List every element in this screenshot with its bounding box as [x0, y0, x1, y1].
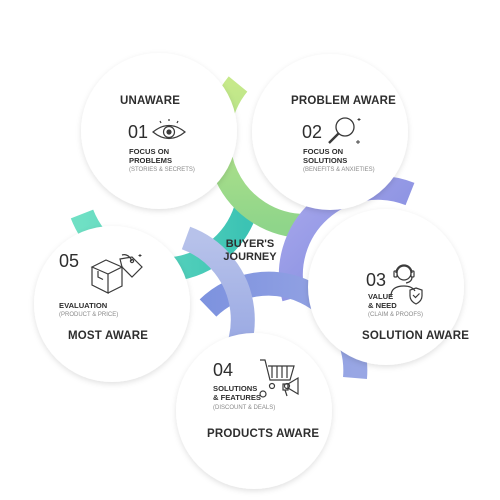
stage-focus-problem-aware: FOCUS ON SOLUTIONS [303, 147, 348, 165]
circle-unaware [81, 53, 237, 209]
cart-megaphone-icon [258, 354, 304, 400]
circle-problem-aware [252, 54, 408, 210]
box-tag-icon [88, 251, 144, 299]
stage-detail-problem-aware: (BENEFITS & ANXIETIES) [303, 167, 375, 173]
stage-title-problem-aware: PROBLEM AWARE [291, 95, 397, 107]
eye-icon [150, 119, 188, 145]
stage-title-products-aware: PRODUCTS AWARE [207, 428, 320, 440]
circle-most-aware [34, 226, 190, 382]
stage-number-products-aware: 04 [213, 360, 234, 380]
stage-number-most-aware: 05 [59, 251, 80, 271]
stage-number-solution-aware: 03 [366, 270, 387, 290]
center-title: BUYER'S JOURNEY [223, 238, 277, 263]
stage-detail-most-aware: (PRODUCT & PRICE) [59, 312, 119, 318]
stage-number-problem-aware: 02 [302, 122, 323, 142]
stage-title-most-aware: MOST AWARE [68, 330, 149, 342]
stage-title-solution-aware: SOLUTION AWARE [362, 330, 470, 342]
circle-solution-aware [308, 209, 464, 365]
stage-focus-solution-aware: VALUE & NEED [368, 292, 397, 310]
stage-number-unaware: 01 [128, 122, 149, 142]
stage-detail-solution-aware: (CLAIM & PROOFS) [368, 312, 424, 318]
stage-focus-unaware: FOCUS ON PROBLEMS [129, 147, 173, 165]
stage-detail-products-aware: (DISCOUNT & DEALS) [213, 405, 276, 411]
stage-focus-most-aware: EVALUATION [59, 301, 108, 310]
stage-detail-unaware: (STORIES & SECRETS) [129, 167, 195, 173]
magnifier-icon [327, 114, 363, 150]
stage-focus-products-aware: SOLUTIONS & FEATURES [213, 384, 261, 402]
circle-products-aware [176, 333, 332, 489]
stage-title-unaware: UNAWARE [120, 95, 181, 107]
support-agent-icon [390, 262, 426, 310]
